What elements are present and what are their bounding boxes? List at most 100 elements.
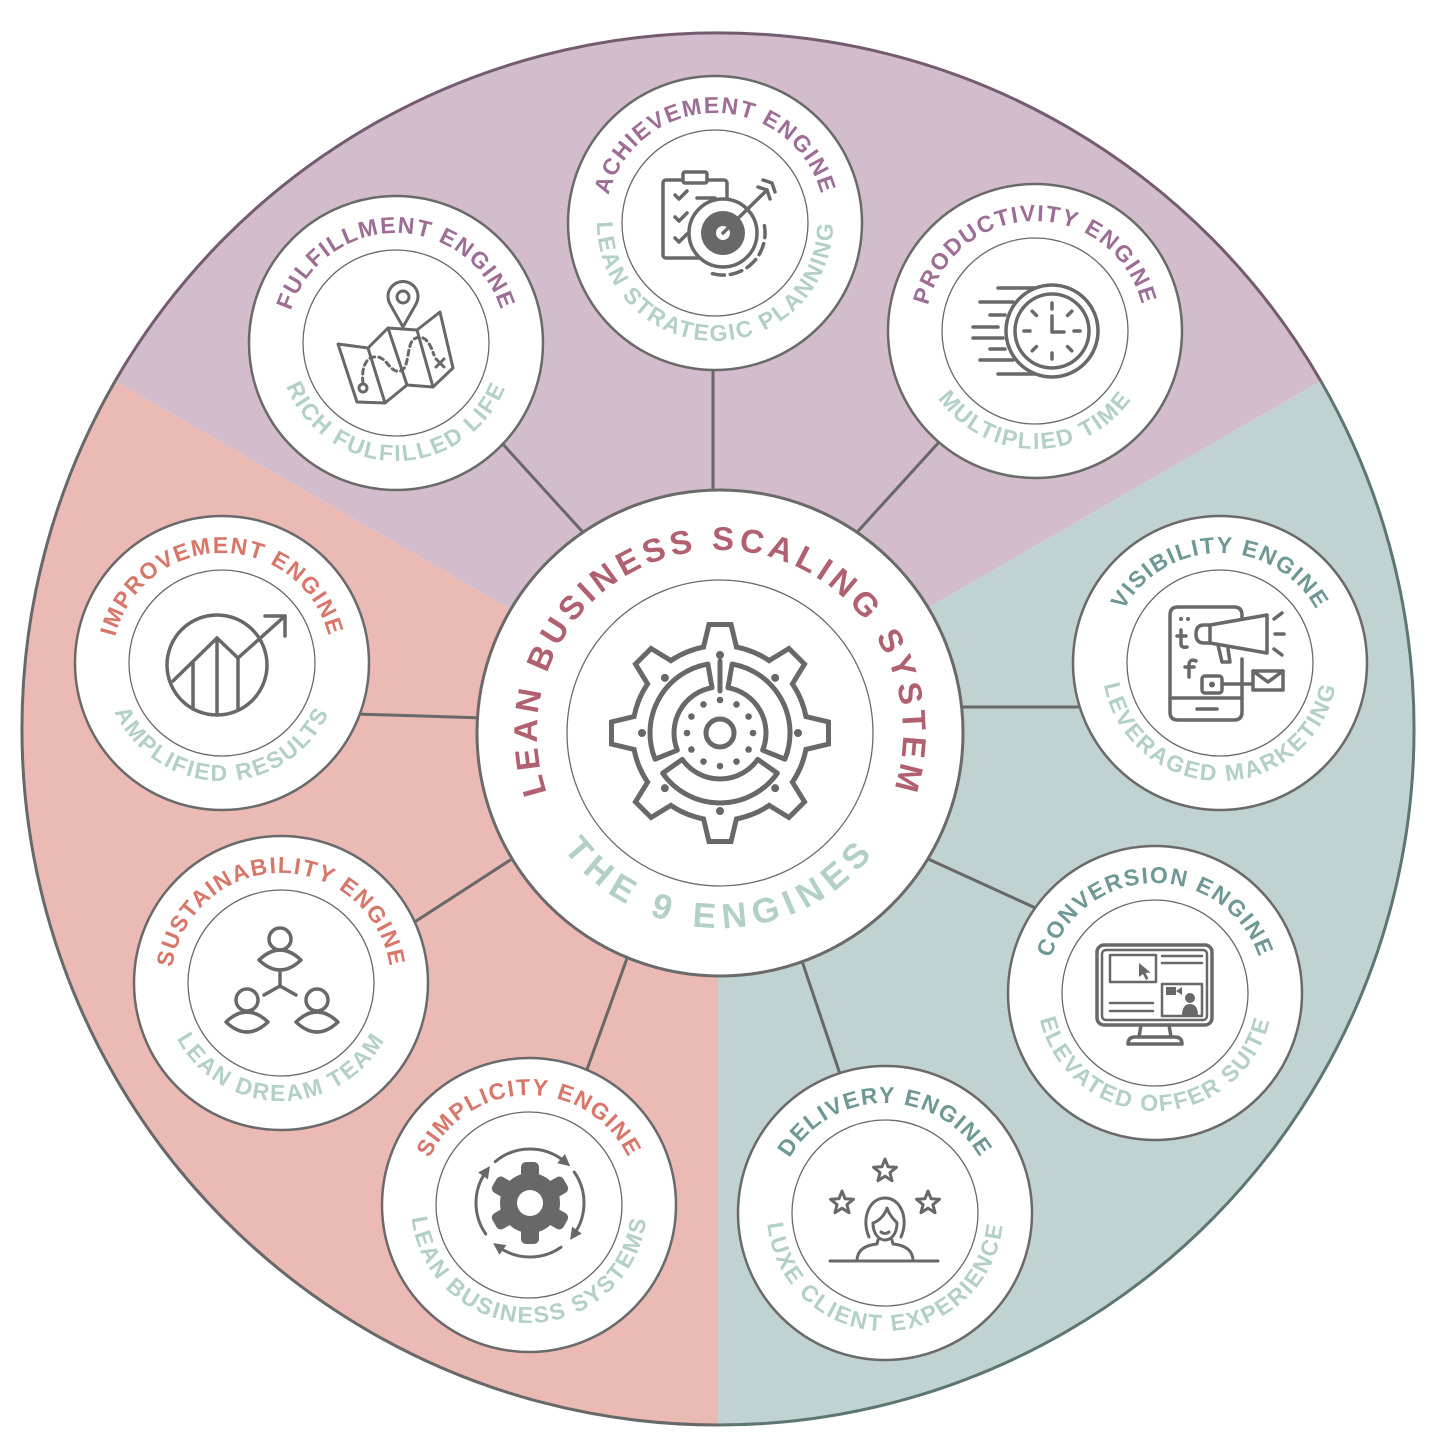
person-body	[224, 1010, 270, 1034]
folded-map	[336, 310, 455, 405]
trend-line	[171, 614, 287, 683]
dot	[660, 784, 669, 793]
text-lines-top	[1160, 954, 1204, 965]
gear-tooth	[521, 1162, 539, 1180]
gear-tooth-fill	[765, 778, 802, 815]
monitor-base	[1126, 1035, 1184, 1046]
person-head	[1185, 993, 1195, 1003]
target-dashed-arc	[706, 223, 767, 277]
speed-lines	[971, 300, 1015, 362]
gear-tooth-fill	[704, 627, 736, 653]
engine-inner-ring	[791, 1119, 979, 1307]
engine-fulfillment: FULFILLMENT ENGINE RICH FULFILLED LIFE	[247, 194, 545, 492]
gear-tooth-fill	[704, 813, 736, 839]
engine-conversion: CONVERSION ENGINE ELEVATED OFFER SUITE	[1006, 844, 1304, 1142]
dot	[745, 746, 752, 753]
network-connector	[262, 971, 298, 997]
engine-inner-ring	[435, 1111, 623, 1299]
dot	[688, 746, 695, 753]
gear-tooth	[547, 1176, 569, 1198]
engine-inner-ring	[941, 237, 1129, 425]
gear-tooth-fill	[765, 651, 802, 688]
phone-megaphone-icon	[1168, 605, 1286, 722]
clipboard-clip	[681, 170, 709, 185]
instagram-lens	[1209, 681, 1215, 688]
dot	[660, 673, 669, 682]
route-end-x	[434, 357, 446, 369]
arrow-shaft	[721, 188, 769, 235]
smile	[879, 1230, 891, 1235]
dot	[700, 701, 707, 708]
dot	[745, 713, 752, 720]
connector-simplicity	[583, 949, 632, 1076]
checkmarks	[673, 189, 689, 244]
connector-fulfillment	[488, 428, 592, 542]
maze-band-right	[725, 661, 793, 762]
megaphone-horn	[1208, 613, 1269, 655]
screen-window	[1108, 953, 1158, 984]
phone-home-bar	[1168, 696, 1244, 711]
envelope-flap	[1251, 669, 1285, 684]
gear-tooth	[521, 1226, 539, 1244]
gear-outer-dots	[638, 651, 802, 815]
dot	[683, 729, 691, 737]
stopwatch-speed-icon	[971, 283, 1100, 379]
sound-lines	[1272, 611, 1286, 657]
dashed-route	[361, 335, 436, 385]
engine-simplicity: SIMPLICITY ENGINE LEAN BUSINESS SYSTEMS	[380, 1056, 678, 1354]
cycle-arrow	[570, 1170, 586, 1240]
gear-tooth	[491, 1208, 513, 1230]
shoulders	[855, 1238, 915, 1263]
monitor-frame	[1095, 943, 1214, 1027]
engine-inner-ring	[621, 129, 809, 317]
cycle-arrow	[493, 1243, 563, 1259]
gear-inner-dots	[683, 696, 757, 770]
person-body	[1182, 1004, 1198, 1016]
center-hub: LEAN BUSINESS SCALING SYSTEM THE 9 ENGIN…	[475, 488, 965, 978]
camera-icon	[1166, 987, 1176, 995]
gear-tooth-fill	[614, 717, 640, 749]
gear-body-fill	[635, 648, 805, 818]
wheel-edge-pink	[20, 380, 719, 1427]
clock-face	[1013, 292, 1091, 370]
dot	[716, 696, 724, 704]
connector-sustainability	[409, 853, 519, 927]
connector-productivity	[848, 428, 952, 542]
clock-hands	[1050, 314, 1066, 334]
gear-icon	[491, 1162, 569, 1244]
growth-chart-icon	[165, 613, 287, 717]
engine-visibility: VISIBILITY ENGINE LEVERAGED MARKETING	[1071, 514, 1369, 812]
cycle-arrow	[493, 1147, 571, 1167]
dot	[688, 713, 695, 720]
phone-dot	[1179, 617, 1183, 621]
engine-improvement: IMPROVEMENT ENGINE AMPLIFIED RESULTS	[73, 514, 371, 812]
dot	[733, 701, 740, 708]
wheel-edge-purple	[113, 31, 1323, 382]
engine-ring	[73, 514, 371, 812]
gear-center-ring	[703, 716, 737, 750]
face-outline	[871, 1206, 899, 1242]
engine-delivery: DELIVERY ENGINE LUXE CLIENT EXPERIENCE	[736, 1064, 1034, 1362]
engine-productivity: PRODUCTIVITY ENGINE MULTIPLIED TIME	[886, 182, 1184, 480]
connector-delivery	[798, 954, 844, 1081]
dot	[716, 762, 724, 770]
text-lines-bottom	[1108, 1001, 1155, 1013]
engine-inner-ring	[302, 249, 490, 437]
hub-inner-ring	[566, 579, 874, 887]
cursor-icon	[1139, 963, 1151, 980]
dot	[771, 784, 780, 793]
connector-conversion	[914, 851, 1041, 912]
gear-cycle-icon	[474, 1147, 586, 1259]
engine-ring	[1006, 844, 1304, 1142]
dot	[771, 673, 780, 682]
pin-hole	[395, 289, 411, 305]
megaphone-handle	[1216, 643, 1232, 664]
map-pin-icon	[336, 280, 455, 405]
arrow-head	[263, 614, 287, 638]
person-body	[257, 948, 303, 972]
engine-ring	[1071, 514, 1369, 812]
engine-inner-ring	[187, 889, 375, 1077]
gear-maze-icon	[609, 622, 831, 844]
camera-lens	[1176, 987, 1182, 995]
gear-hole	[517, 1190, 543, 1216]
